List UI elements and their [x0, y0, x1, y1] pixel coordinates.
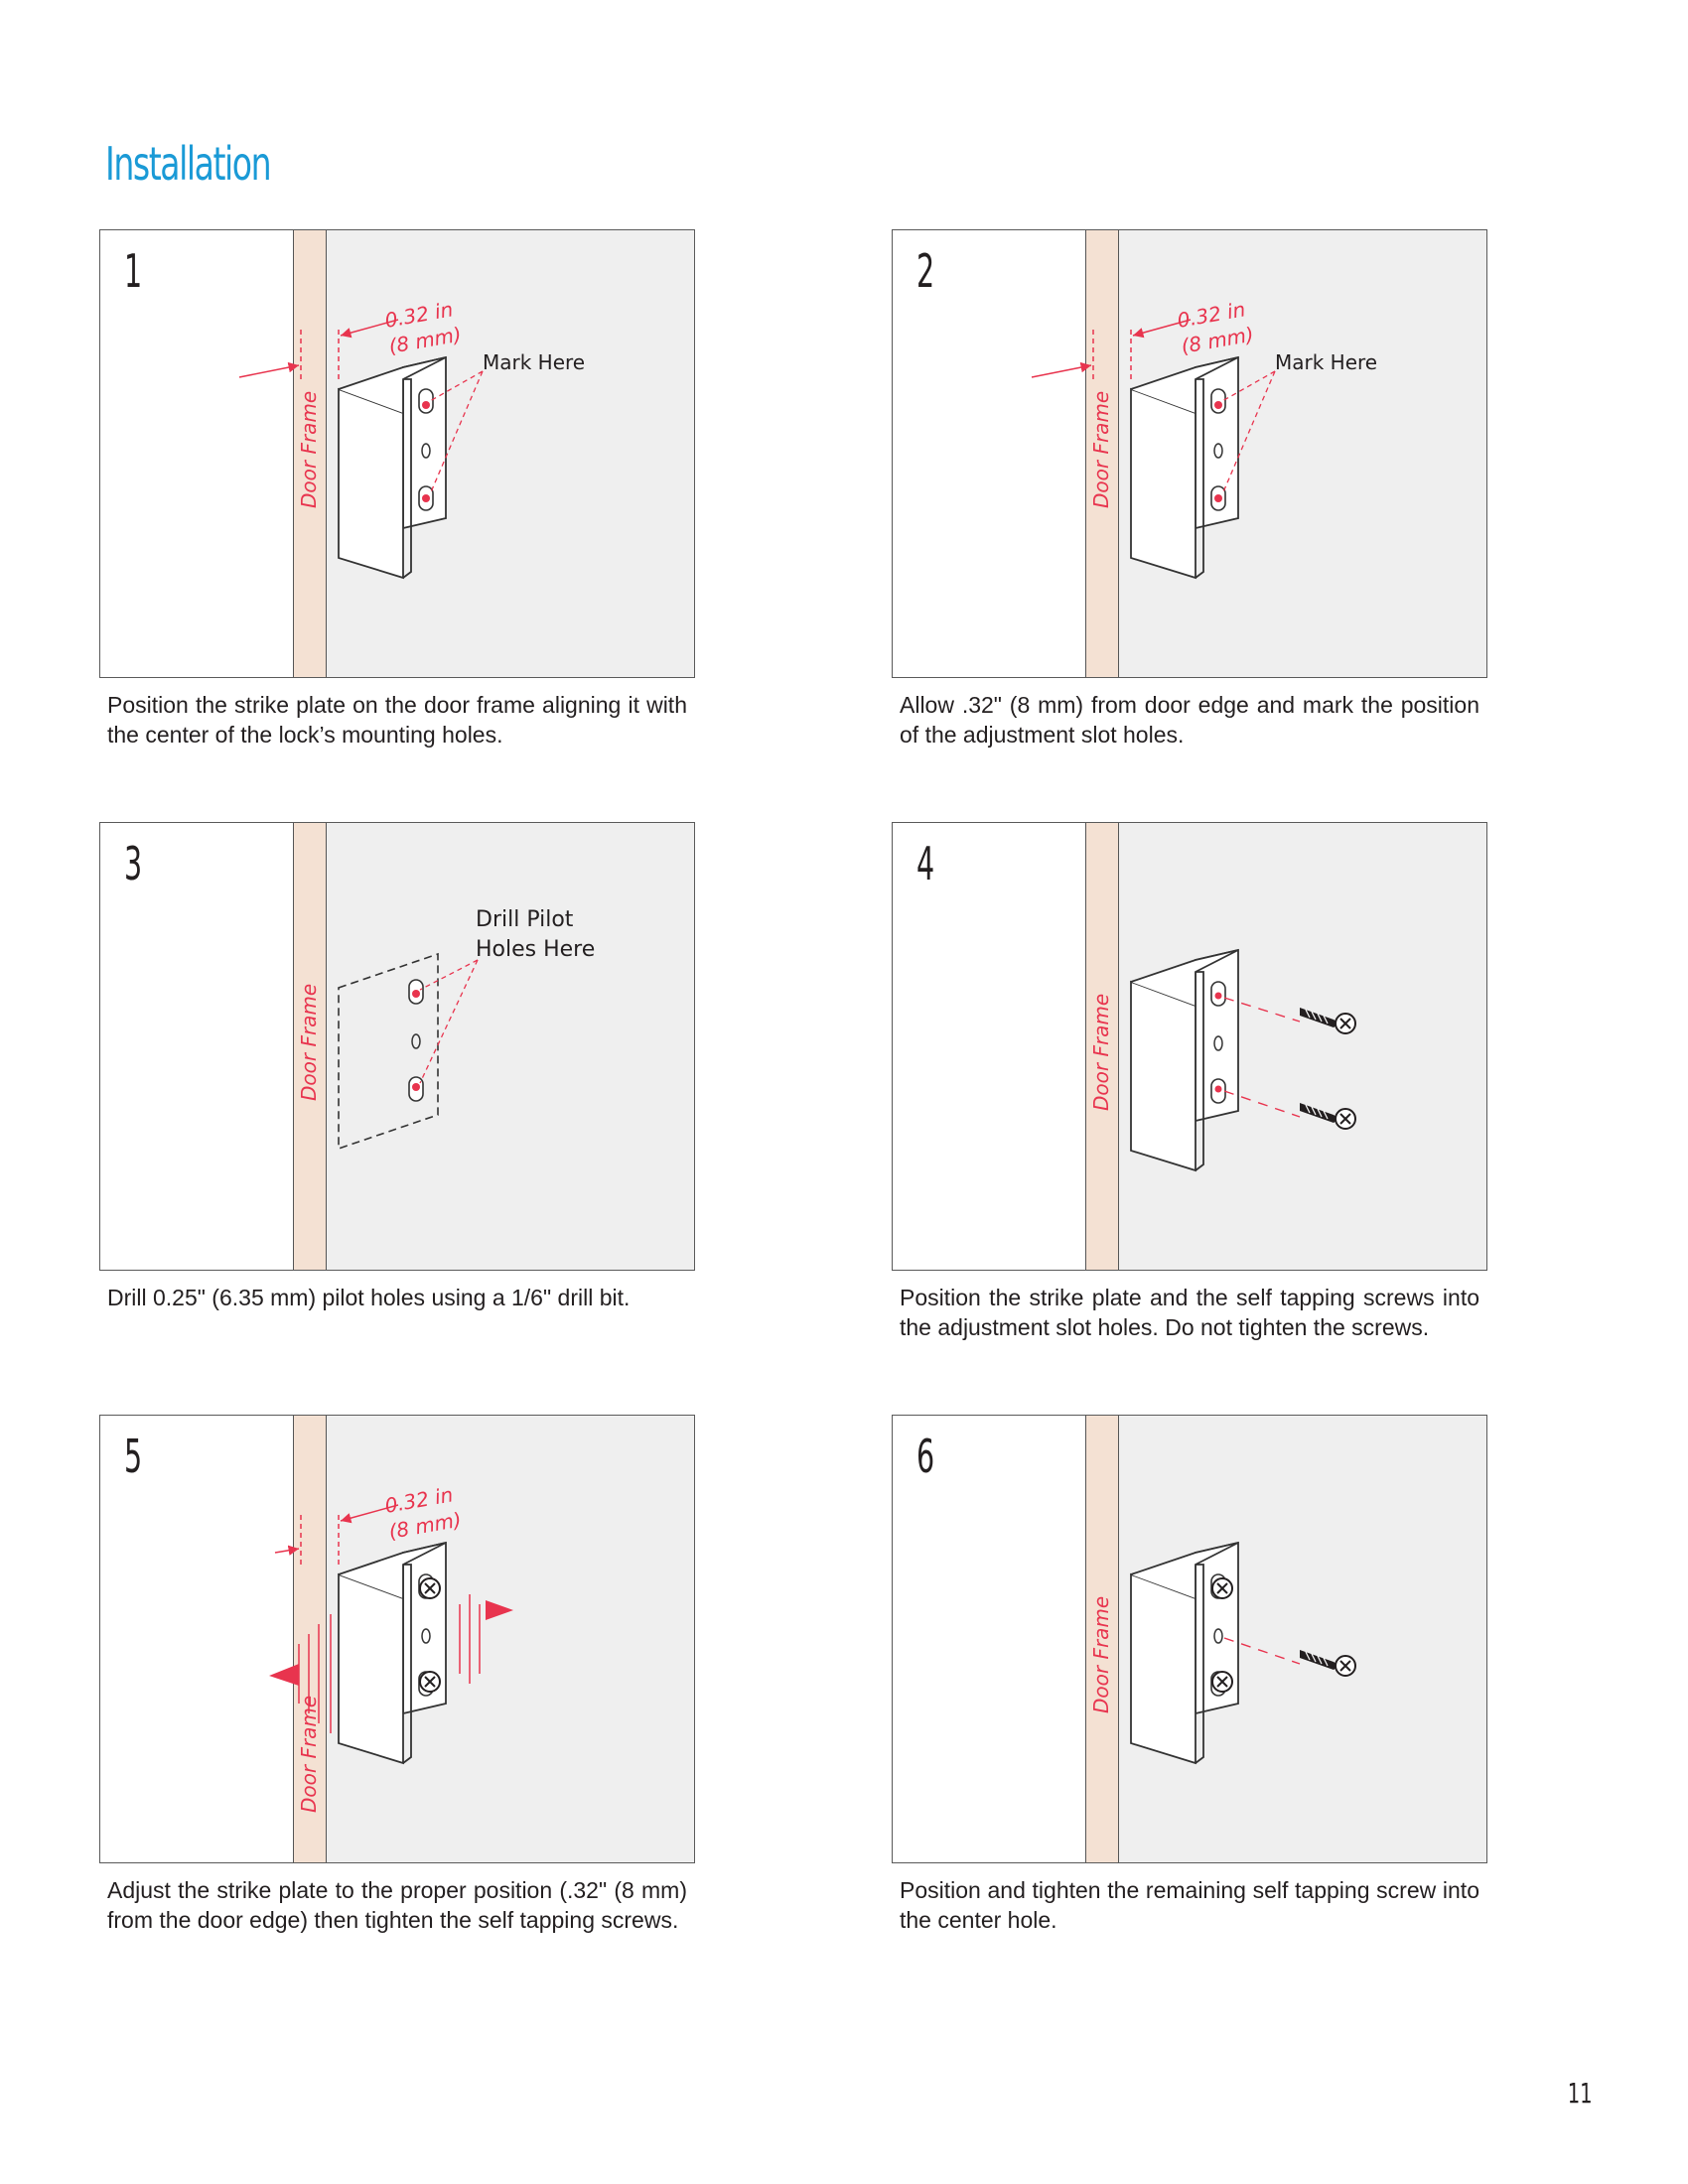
- screw-icon: [1299, 1007, 1356, 1034]
- step-1-illustration: 1 0.32 in (8 mm) Mark Here: [99, 229, 695, 678]
- door-frame-label: Door Frame: [297, 1696, 321, 1813]
- step-5: 5 0.32 in (8 mm): [99, 1415, 695, 1935]
- step-caption: Adjust the strike plate to the proper po…: [107, 1877, 687, 1933]
- step-number: 5: [124, 1430, 143, 1483]
- adjustment-diagram: 0.32 in (8 mm) Door Frame: [269, 1482, 513, 1813]
- screw-icon: [1299, 1102, 1356, 1130]
- door-frame-label: Door Frame: [1089, 994, 1113, 1111]
- step-caption: Position the strike plate and the self t…: [900, 1285, 1479, 1340]
- mark-here-label: Mark Here: [483, 350, 585, 374]
- door-frame: [293, 230, 327, 677]
- drill-label-line-1: Drill Pilot: [476, 907, 574, 932]
- door-frame: [293, 823, 327, 1270]
- step-caption: Allow .32" (8 mm) from door edge and mar…: [900, 692, 1479, 748]
- step-6-illustration: 6 Door Frame: [892, 1415, 1487, 1863]
- arrow-left-icon: [269, 1664, 299, 1686]
- step-5-illustration: 5 0.32 in (8 mm): [99, 1415, 695, 1863]
- wall: [326, 823, 694, 1270]
- door-frame-label: Door Frame: [297, 391, 321, 508]
- drill-label-line-2: Holes Here: [476, 937, 595, 962]
- step-caption: Position and tighten the remaining self …: [900, 1877, 1479, 1933]
- step-4: 4 Door Frame Position the strike plate a…: [892, 822, 1487, 1342]
- step-caption: Drill 0.25" (6.35 mm) pilot holes using …: [107, 1285, 631, 1310]
- door-frame-label: Door Frame: [1089, 1596, 1113, 1713]
- screw-icon: [1299, 1649, 1356, 1677]
- door-frame-label: Door Frame: [1089, 391, 1113, 508]
- step-number: 1: [124, 244, 143, 298]
- screw-placement-diagram: Door Frame: [1089, 948, 1356, 1172]
- step-number: 2: [916, 244, 935, 298]
- door-frame-label: Door Frame: [297, 984, 321, 1101]
- pilot-hole-diagram: Drill Pilot Holes Here Door Frame: [297, 907, 595, 1151]
- arrow-right-icon: [486, 1600, 513, 1620]
- mark-here-label: Mark Here: [1275, 350, 1377, 374]
- door-frame: [1085, 230, 1119, 677]
- step-number: 3: [124, 837, 143, 890]
- step-4-illustration: 4 Door Frame: [892, 822, 1487, 1271]
- strike-plate-diagram: 0.32 in (8 mm) Mark Here Door Frame: [1031, 297, 1377, 580]
- page-number: 11: [1568, 2077, 1593, 2110]
- door-frame: [1085, 1416, 1119, 1862]
- step-1: 1 0.32 in (8 mm) Mark Here: [99, 229, 695, 750]
- step-6: 6 Door Frame Position and tighten the re…: [892, 1415, 1487, 1935]
- step-3: 3 Drill Pilot Holes Here Door Frame Dril…: [99, 822, 695, 1312]
- step-number: 6: [916, 1430, 935, 1483]
- step-3-illustration: 3 Drill Pilot Holes Here Door Frame: [99, 822, 695, 1271]
- step-2: 2 0.32 in (8 mm) Mark Here Door Frame Al…: [892, 229, 1487, 750]
- step-number: 4: [916, 837, 935, 890]
- step-caption: Position the strike plate on the door fr…: [107, 692, 687, 748]
- center-screw-diagram: Door Frame: [1089, 1541, 1356, 1765]
- door-frame: [1085, 823, 1119, 1270]
- page-title: Installation: [105, 137, 272, 191]
- step-2-illustration: 2 0.32 in (8 mm) Mark Here Door Frame: [892, 229, 1487, 678]
- door-frame: [293, 1416, 327, 1862]
- strike-plate-diagram: 0.32 in (8 mm) Mark Here Door Frame: [238, 297, 585, 580]
